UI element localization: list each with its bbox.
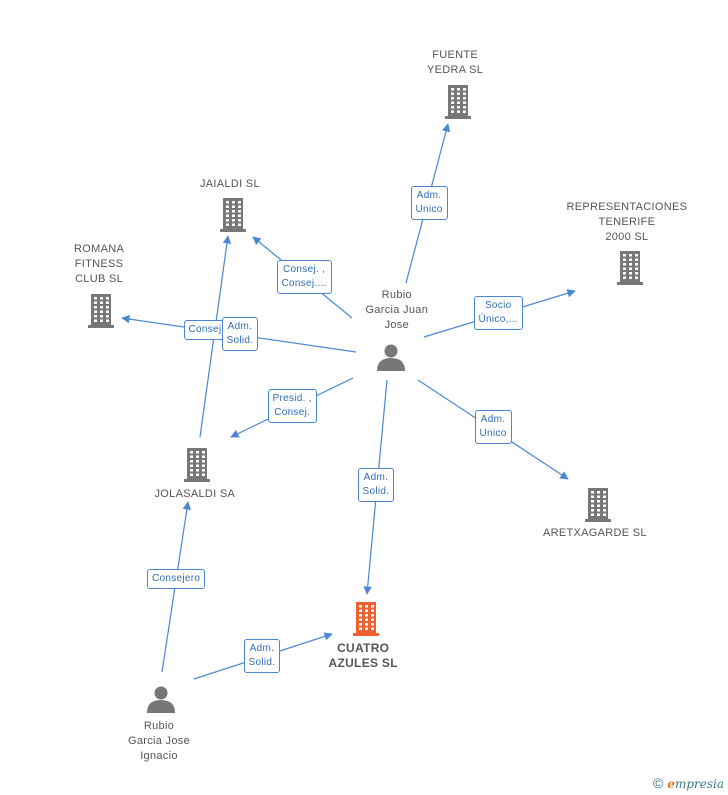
edge-label-rubio_juan-to-romana[interactable]: Consej [183,320,227,340]
edge-label-rubio_ignacio-to-jolasaldi[interactable]: Consejero [147,569,206,589]
node-label-aretxagarde[interactable]: ARETXAGARDE SL [543,526,647,539]
node-label-rubio_juan[interactable]: Rubio Garcia Juan Jose [365,288,429,331]
building-icon-romana[interactable] [88,294,114,328]
person-icon-rubio_ignacio[interactable] [147,686,175,714]
empresia-brand[interactable]: ©empresia [653,775,724,791]
edge-label-rubio_juan-to-cuatro[interactable]: Adm. Solid. [357,468,395,502]
node-label-representaciones[interactable]: REPRESENTACIONES TENERIFE 2000 SL [566,200,688,243]
edge-label-rubio_ignacio-to-cuatro[interactable]: Adm. Solid. [243,639,281,673]
copyright-icon: © [652,775,664,791]
edge-label-rubio_juan-to-aretxagarde[interactable]: Adm. Unico [474,410,512,444]
edge-label-rubio_juan-to-jolasaldi[interactable]: Presid. , Consej. [267,389,317,423]
edge-label-rubio_juan-to-representaciones[interactable]: Socio Único,... [473,296,523,330]
edge-label-rubio_juan-to-jaialdi[interactable]: Consej. , Consej.... [276,260,332,294]
node-label-jaialdi[interactable]: JAIALDI SL [200,177,260,190]
node-label-romana[interactable]: ROMANA FITNESS CLUB SL [74,242,125,285]
node-label-fuente[interactable]: FUENTE YEDRA SL [427,49,484,76]
brand-name: mpresia [674,777,724,791]
building-icon-jaialdi[interactable] [220,198,246,232]
building-icon-representaciones[interactable] [617,251,643,285]
edge-label-rubio_juan-to-fuente[interactable]: Adm. Unico [410,186,448,220]
building-icon-aretxagarde[interactable] [585,488,611,522]
brand-initial: e [667,777,675,791]
node-label-rubio_ignacio[interactable]: Rubio Garcia Jose Ignacio [128,719,190,762]
node-label-jolasaldi[interactable]: JOLASALDI SA [154,487,236,500]
building-icon-fuente[interactable] [445,85,471,119]
building-icon-jolasaldi[interactable] [184,448,210,482]
person-icon-rubio_juan[interactable] [377,344,405,372]
focus-building-icon-cuatro[interactable] [353,602,379,636]
node-label-cuatro[interactable]: CUATRO AZULES SL [328,641,398,670]
edge-label-jolasaldi-to-jaialdi[interactable]: Adm. Solid. [221,317,259,351]
